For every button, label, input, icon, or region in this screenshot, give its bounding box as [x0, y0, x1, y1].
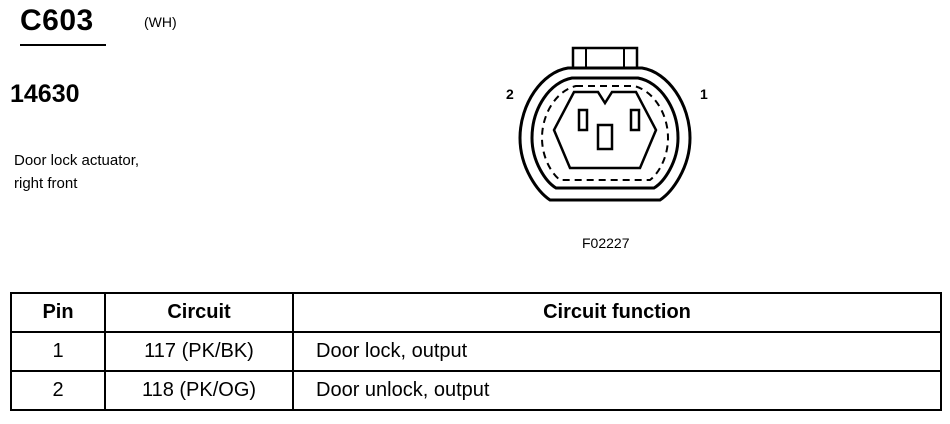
cell-pin: 1	[10, 331, 106, 372]
terminal-pin-1	[629, 108, 641, 132]
connector-seal-dashed	[540, 85, 670, 181]
connector-face-diagram: 2 1	[506, 46, 708, 202]
part-number: 14630	[10, 80, 80, 108]
cell-circuit: 118 (PK/OG)	[104, 370, 294, 411]
component-description: Door lock actuator, right front	[14, 149, 214, 195]
table-header-row: Pin Circuit Circuit function	[10, 292, 942, 333]
header-pin: Pin	[10, 292, 106, 333]
connector-housing-inner	[530, 76, 680, 190]
terminal-pin-2	[577, 108, 589, 132]
table-row: 2 118 (PK/OG) Door unlock, output	[10, 370, 942, 411]
terminal-center	[596, 123, 614, 151]
header-circuit-function: Circuit function	[292, 292, 942, 333]
pin-label-right: 1	[700, 86, 708, 102]
connector-id-underline	[20, 44, 106, 46]
cell-circuit: 117 (PK/BK)	[104, 331, 294, 372]
header-circuit: Circuit	[104, 292, 294, 333]
figure-id: F02227	[582, 235, 630, 251]
table-row: 1 117 (PK/BK) Door lock, output	[10, 331, 942, 372]
description-line-2: right front	[14, 175, 78, 192]
connector-latch-tab	[571, 46, 639, 68]
connector-housing-outer	[518, 66, 692, 202]
cell-function: Door lock, output	[292, 331, 942, 372]
cell-pin: 2	[10, 370, 106, 411]
connector-cavity	[552, 90, 658, 170]
description-line-1: Door lock actuator,	[14, 152, 140, 169]
pinout-table: Pin Circuit Circuit function 1 117 (PK/B…	[10, 292, 942, 411]
cell-function: Door unlock, output	[292, 370, 942, 411]
color-code: (WH)	[144, 14, 177, 30]
pin-label-left: 2	[506, 86, 514, 102]
connector-id: C603	[20, 4, 94, 37]
